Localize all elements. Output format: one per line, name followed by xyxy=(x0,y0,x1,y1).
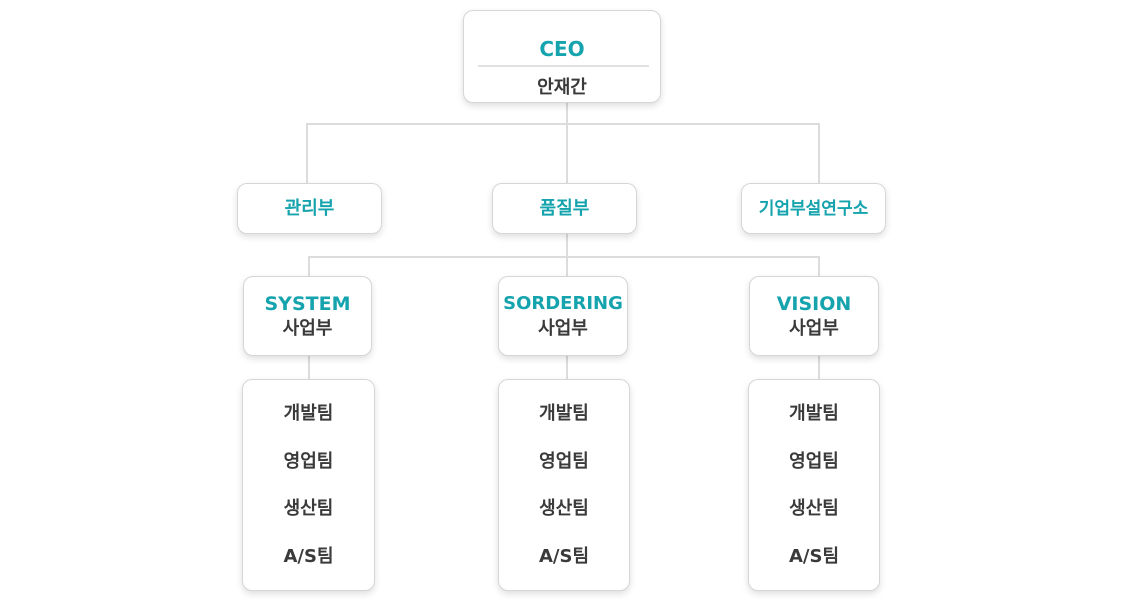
connector-dept-admin xyxy=(306,123,308,183)
team-item: A/S팀 xyxy=(283,546,334,567)
team-item: 영업팀 xyxy=(789,451,839,472)
connector-div-vision xyxy=(818,256,820,276)
dept-label: 관리부 xyxy=(284,198,335,219)
division-suffix: 사업부 xyxy=(789,318,839,339)
connector-dept-bus xyxy=(306,123,820,125)
team-item: 개발팀 xyxy=(283,403,334,424)
dept-label: 기업부설연구소 xyxy=(758,199,869,219)
team-item: 생산팀 xyxy=(283,498,334,519)
team-item: 생산팀 xyxy=(539,498,589,519)
connector-ceo-down xyxy=(566,103,568,124)
dept-box-quality: 품질부 xyxy=(492,183,637,234)
connector-div-sordering xyxy=(566,256,568,276)
division-suffix: 사업부 xyxy=(538,318,588,339)
ceo-title: CEO xyxy=(539,37,585,61)
dept-label: 품질부 xyxy=(539,198,590,219)
ceo-name: 안재간 xyxy=(537,77,587,98)
division-box-system: SYSTEM 사업부 xyxy=(243,276,372,356)
team-list-sordering: 개발팀 영업팀 생산팀 A/S팀 xyxy=(498,379,630,591)
team-list-system: 개발팀 영업팀 생산팀 A/S팀 xyxy=(242,379,375,591)
connector-dept-quality xyxy=(566,123,568,183)
dept-box-lab: 기업부설연구소 xyxy=(741,183,886,234)
team-item: 생산팀 xyxy=(789,498,839,519)
division-name: SYSTEM xyxy=(264,293,351,315)
dept-box-admin: 관리부 xyxy=(237,183,382,234)
connector-teams-vision xyxy=(818,356,820,379)
team-item: 영업팀 xyxy=(539,451,589,472)
team-item: 영업팀 xyxy=(283,451,334,472)
team-item: 개발팀 xyxy=(539,403,589,424)
division-name: SORDERING xyxy=(503,293,623,314)
team-item: A/S팀 xyxy=(788,546,840,567)
connector-teams-system xyxy=(308,356,310,379)
division-suffix: 사업부 xyxy=(282,318,333,339)
division-box-sordering: SORDERING 사업부 xyxy=(498,276,628,356)
connector-div-system xyxy=(308,256,310,276)
connector-div-bus xyxy=(308,256,820,258)
division-name: VISION xyxy=(776,293,852,315)
connector-dept-lab xyxy=(818,123,820,183)
connector-teams-sordering xyxy=(566,356,568,379)
team-list-vision: 개발팀 영업팀 생산팀 A/S팀 xyxy=(748,379,880,591)
team-item: 개발팀 xyxy=(789,403,839,424)
team-item: A/S팀 xyxy=(538,546,590,567)
division-box-vision: VISION 사업부 xyxy=(749,276,879,356)
ceo-box: CEO 안재간 xyxy=(463,10,661,103)
connector-quality-down xyxy=(566,234,568,257)
ceo-divider xyxy=(478,65,649,67)
